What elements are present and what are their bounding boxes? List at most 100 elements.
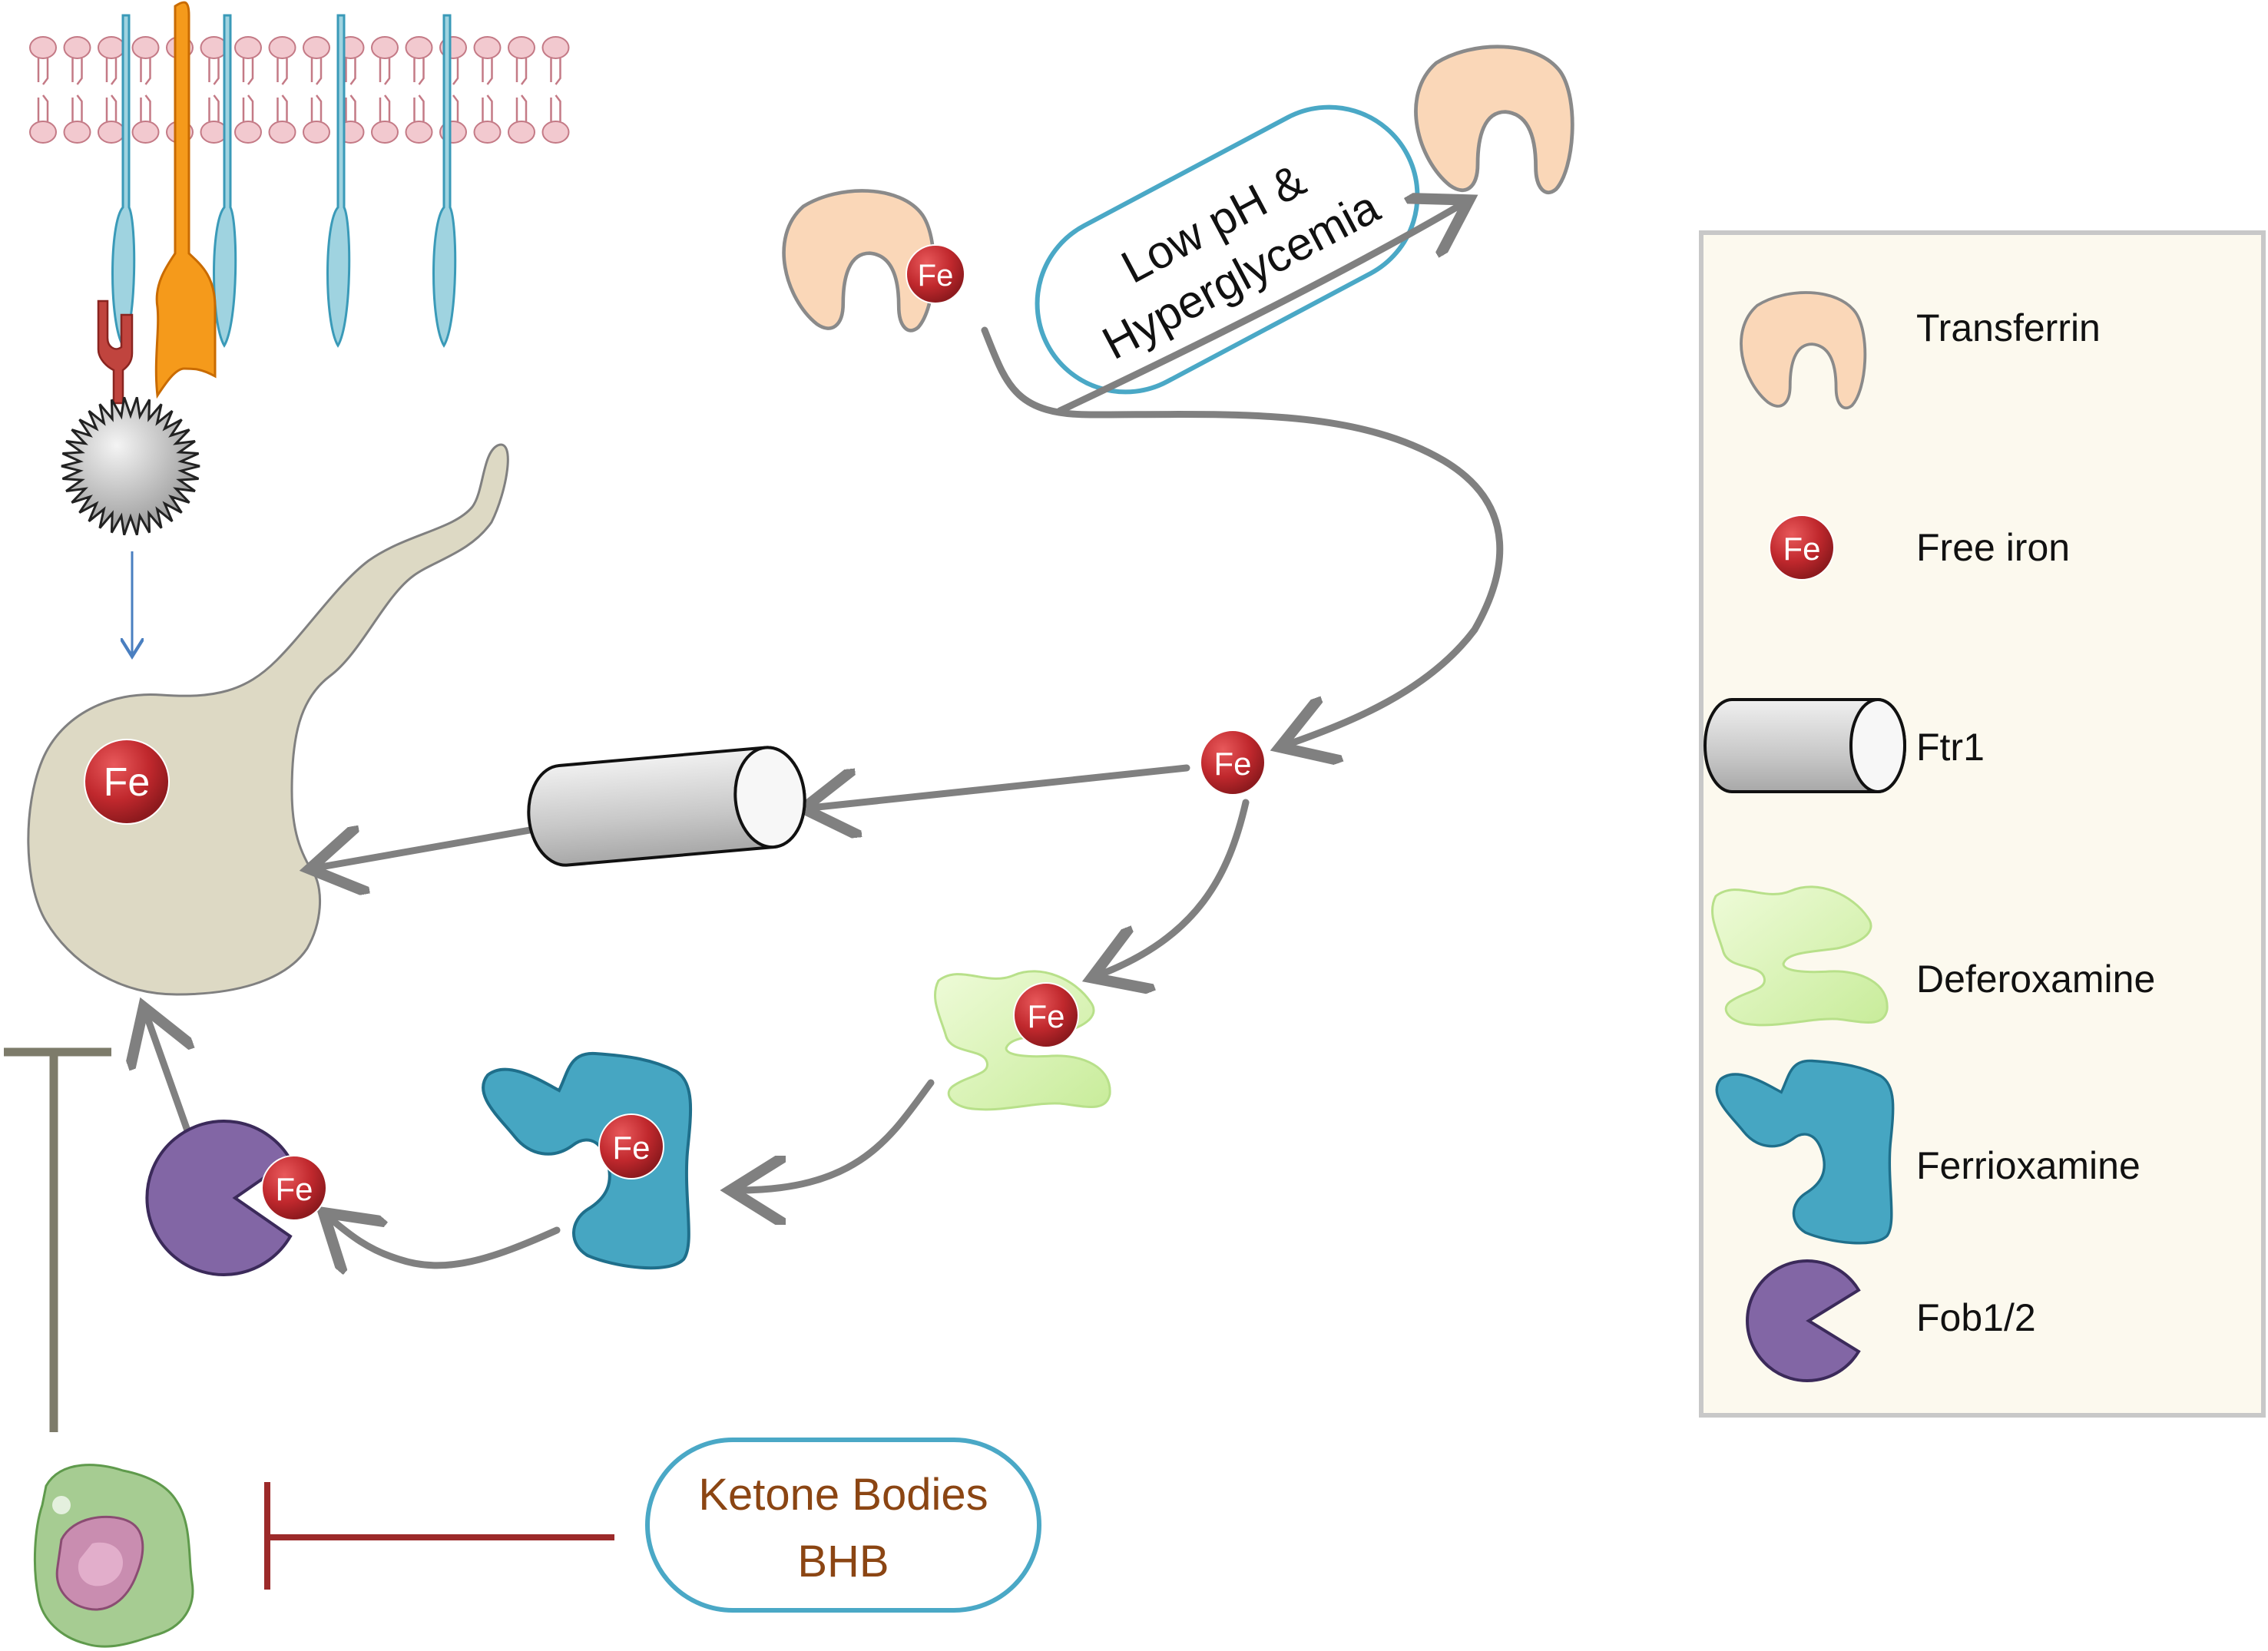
flow-arrows [146,203,1504,1266]
arrow-deferoxamine-to-ferrioxamine [737,1079,935,1190]
lipid-tail [276,94,288,121]
transferrin-free [1415,47,1572,193]
legend-label-transferrin: Transferrin [1916,306,2101,349]
ftr1-icon [1703,698,1906,793]
lipid-tail [413,58,425,85]
arrow-ferrioxamine-to-fob [329,1217,561,1266]
arrow-fe-to-ftr1 [810,764,1190,808]
fob-receptor [145,1120,293,1276]
lipid-tail [242,94,254,121]
lipid-head [268,121,296,144]
deferoxamine-icon [1711,885,1889,1027]
arrow-fe-to-deferoxamine [1098,799,1250,975]
fe-label: Fe [612,1130,650,1166]
legend: Transferrin Fe Free iron Ftr1 Deferoxami… [1699,230,2266,1418]
y-receptor [97,299,134,405]
lipid-tail [105,94,118,121]
lipid-head [405,121,433,144]
fe-on-fob: Fe [261,1155,327,1221]
fe-label: Fe [275,1171,313,1207]
lipid-head [200,121,228,144]
lipid-head [131,36,160,59]
lipid-head [371,121,399,144]
lipid-head [131,121,160,144]
ferrioxamine-complex [482,1051,693,1270]
lipid-tail [37,94,49,121]
fob-icon [1746,1259,1861,1382]
lipid-tail [140,94,151,121]
lipid-head [234,121,262,144]
ketone-pill: Ketone Bodies BHB [645,1438,1041,1613]
lipid-tail [379,58,391,85]
lipid-head [541,36,570,59]
legend-label-fob: Fob1/2 [1916,1296,2036,1339]
arrow-transferrin-release [981,326,1504,745]
fe-label: Fe [918,259,954,293]
lipid-head [473,121,502,144]
cell-membrane [29,1,570,654]
lipid-tail [71,94,83,121]
ftr1-transporter [527,746,806,867]
lipid-tail [345,94,356,121]
lipid-tail [208,94,220,121]
lipid-head [234,36,262,59]
lipid-head [98,36,125,59]
fe-on-transferrin: Fe [906,244,965,304]
lipid-tail [550,58,561,85]
orange-receptor [154,1,217,399]
lipid-tail [208,58,220,85]
lipid-tail [379,94,391,121]
lipid-tail [413,94,425,121]
legend-label-deferoxamine: Deferoxamine [1916,958,2155,1001]
lipid-head [63,36,91,59]
lipid-tail [515,58,528,85]
lipid-tail [482,58,493,85]
lipid-head [303,36,330,59]
legend-label-ftr1: Ftr1 [1916,726,1985,769]
ketone-line-1: Ketone Bodies [698,1470,988,1520]
lipid-tail [515,94,528,121]
lipid-tail [71,58,83,85]
lipid-tail [105,58,118,85]
lipid-head [541,121,570,144]
lipid-head [508,36,535,59]
fe-label: Fe [104,760,151,805]
free-iron-icon: Fe [1769,514,1835,581]
ferrioxamine-icon [1715,1059,1895,1245]
lipid-head [200,36,228,59]
free-iron: Fe [1200,730,1266,796]
lipid-head [405,36,433,59]
lipid-head [303,121,330,144]
fe-on-deferoxamine: Fe [1013,982,1079,1048]
fungal-spore [61,396,200,536]
lipid-tail [550,94,561,121]
lipid-head [268,36,296,59]
lipid-head [371,36,399,59]
lipid-head [473,36,502,59]
fungal-cell [27,443,509,996]
fe-label: Fe [1783,531,1820,567]
lipid-bilayer [29,36,570,144]
lipid-head [29,121,57,144]
lipid-tail [482,94,493,121]
lipid-tail [345,58,356,85]
lipid-tail [310,94,323,121]
lipid-tail [140,58,151,85]
receptor-proteins [111,14,457,348]
lipid-tail [310,58,323,85]
ketone-inhibition-bar [264,1482,614,1590]
legend-label-free-iron: Free iron [1916,526,2070,569]
arrow-ftr1-to-cell [316,824,547,868]
lipid-head [63,121,91,144]
fe-in-fungal-cell: Fe [84,739,170,825]
lipid-tail [37,58,49,85]
arrow-fob-to-cell [146,1014,188,1137]
fe-label: Fe [1027,998,1064,1034]
ketone-line-2: BHB [797,1537,889,1586]
arrow-to-free-transferrin [1056,203,1463,415]
fe-on-ferrioxamine: Fe [598,1113,664,1180]
lipid-head [29,36,57,59]
lipid-tail [242,58,254,85]
legend-label-ferrioxamine: Ferrioxamine [1916,1144,2141,1187]
